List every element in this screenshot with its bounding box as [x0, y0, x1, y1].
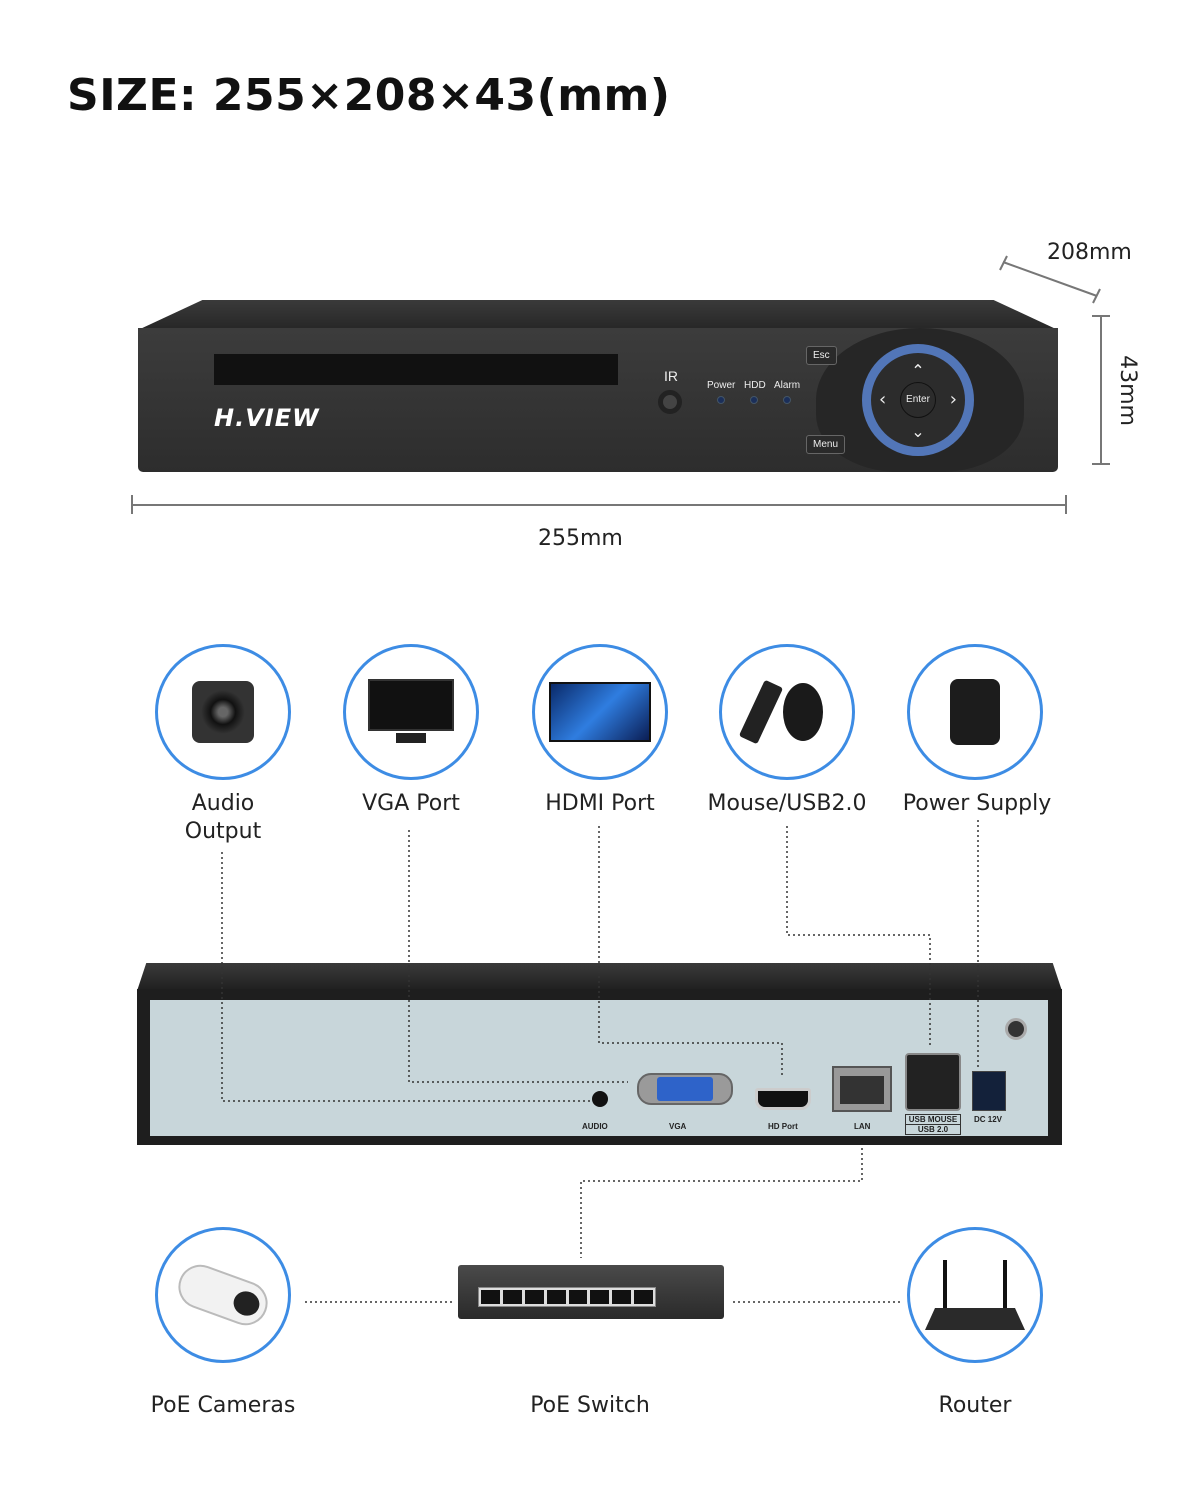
alarm-led-icon	[783, 396, 791, 404]
usb-2-label: USB 2.0	[905, 1124, 961, 1135]
right-arrow-icon[interactable]: ›	[949, 389, 957, 410]
left-arrow-icon[interactable]: ‹	[879, 389, 887, 410]
depth-label: 208mm	[1047, 240, 1132, 265]
speaker-icon	[192, 681, 254, 743]
vga-port	[657, 1077, 713, 1101]
up-arrow-icon[interactable]: ⌃	[911, 361, 925, 380]
navigation-dpad[interactable]: ⌃ ⌄ ‹ › Enter	[862, 344, 974, 456]
hd-port-label: HD Port	[768, 1122, 798, 1131]
vga-port-label: VGA	[669, 1122, 687, 1131]
dimension-lines	[131, 255, 1110, 514]
poe-camera-circle	[155, 1227, 291, 1363]
display-window	[214, 354, 618, 385]
mouse-usb-circle	[719, 644, 855, 780]
label-hdmi-port: HDMI Port	[545, 791, 655, 816]
label-poe-switch: PoE Switch	[530, 1393, 650, 1418]
led-label-hdd: HDD	[744, 380, 766, 391]
label-mouse-usb: Mouse/USB2.0	[707, 791, 867, 816]
ir-label: IR	[664, 368, 678, 384]
audio-port-label: AUDIO	[582, 1122, 608, 1131]
monitor-circle	[343, 644, 479, 780]
nvr-rear-view: AUDIO VGA HD Port LAN USB MOUSE USB 2.0 …	[137, 963, 1062, 1145]
size-title: SIZE: 255×208×43(mm)	[67, 70, 671, 121]
led-label-alarm: Alarm	[774, 380, 801, 391]
tv-circle	[532, 644, 668, 780]
power-supply-circle	[907, 644, 1043, 780]
dc-12v-label: DC 12V	[974, 1115, 1003, 1124]
bullet-camera-icon	[172, 1258, 274, 1332]
lan-port	[832, 1066, 892, 1112]
hdd-led-icon	[750, 396, 758, 404]
speaker-circle	[155, 644, 291, 780]
ir-sensor-icon	[658, 390, 682, 414]
ground-terminal-icon	[1005, 1018, 1027, 1040]
mouse-icon	[783, 683, 823, 741]
label-router: Router	[938, 1393, 1012, 1418]
height-label: 43mm	[1114, 355, 1140, 426]
usb-drive-icon	[738, 679, 784, 745]
power-led-icon	[717, 396, 725, 404]
esc-button[interactable]: Esc	[806, 346, 837, 365]
lan-port-label: LAN	[854, 1122, 871, 1131]
hdmi-port	[755, 1088, 811, 1110]
menu-button[interactable]: Menu	[806, 435, 846, 454]
label-poe-cameras: PoE Cameras	[150, 1393, 296, 1418]
usb-ports	[905, 1053, 961, 1111]
dc-power-jack	[972, 1071, 1006, 1111]
led-label-power: Power	[707, 380, 736, 391]
down-arrow-icon[interactable]: ⌄	[911, 422, 925, 441]
brand-logo: H.VIEW	[214, 404, 320, 432]
router-icon	[925, 1260, 1025, 1330]
monitor-icon	[368, 679, 454, 745]
nvr-front-view: H.VIEW IR Power HDD Alarm Esc Menu ⌃ ⌄ ‹…	[138, 300, 1058, 472]
poe-switch-icon	[458, 1265, 724, 1319]
enter-button[interactable]: Enter	[900, 382, 936, 418]
power-adapter-icon	[950, 679, 1000, 745]
label-power-supply: Power Supply	[902, 791, 1052, 816]
audio-jack	[592, 1091, 608, 1107]
router-circle	[907, 1227, 1043, 1363]
width-label: 255mm	[538, 526, 623, 551]
tv-icon	[549, 682, 651, 742]
label-vga-port: VGA Port	[362, 791, 460, 816]
